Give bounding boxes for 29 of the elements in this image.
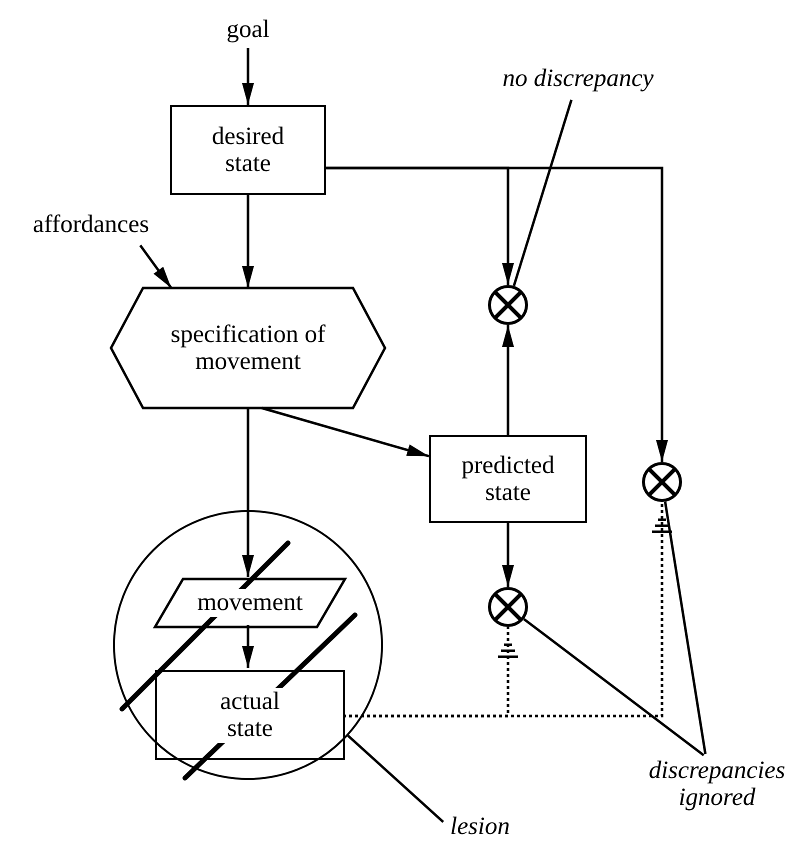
- connector: [343, 502, 672, 718]
- arrow: [242, 195, 254, 288]
- parallelogram-box: [155, 579, 345, 627]
- leader-line: [512, 100, 573, 286]
- process-box: [155, 670, 345, 760]
- annotation-text: no discrepancy: [468, 60, 688, 98]
- arrow: [326, 166, 668, 462]
- annotation-text: goal: [208, 12, 288, 48]
- arrow: [261, 406, 430, 458]
- leader-line: [664, 502, 707, 754]
- comparator-symbol: [488, 285, 528, 325]
- process-box: [170, 105, 326, 195]
- process-box: [429, 435, 587, 523]
- annotation-text: discrepancies ignored: [634, 752, 800, 816]
- arrow: [242, 408, 254, 577]
- arrow: [502, 325, 514, 435]
- comparator-symbol: [642, 462, 682, 502]
- arrow: [502, 523, 514, 587]
- annotation-text: affordances: [6, 208, 176, 242]
- arrow: [242, 625, 254, 668]
- annotation-text: lesion: [440, 810, 520, 844]
- leader-line: [523, 618, 704, 756]
- arrow: [242, 48, 254, 105]
- leader-line: [347, 734, 444, 823]
- box-label: movement: [195, 589, 305, 617]
- arrow: [139, 244, 172, 289]
- lesion-circle: [113, 510, 383, 780]
- hexagon-box: [111, 288, 385, 408]
- comparator-symbol: [488, 587, 528, 627]
